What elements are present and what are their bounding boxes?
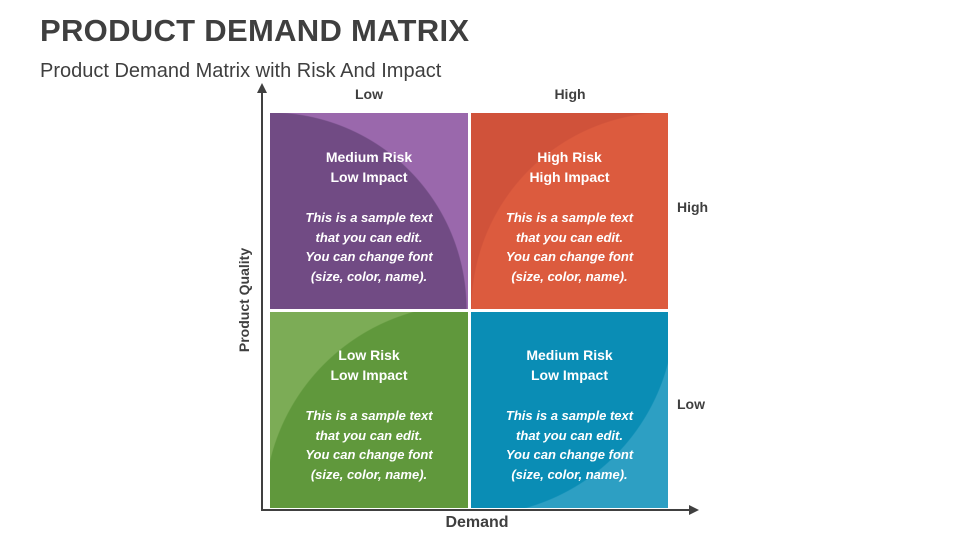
quadrant-risk-label: Low Risk Low Impact bbox=[270, 345, 468, 385]
risk-line: Medium Risk bbox=[526, 347, 613, 363]
y-axis-line bbox=[261, 92, 263, 511]
quadrant-body-text: This is a sample text that you can edit.… bbox=[305, 408, 433, 482]
row-label-high: High bbox=[677, 199, 709, 215]
risk-line: High Risk bbox=[537, 149, 602, 165]
column-label-low: Low bbox=[355, 86, 383, 102]
quadrant-body-text: This is a sample text that you can edit.… bbox=[505, 408, 634, 482]
impact-line: High Impact bbox=[529, 169, 610, 185]
quadrant-risk-label: High Risk High Impact bbox=[471, 147, 668, 187]
x-axis-label: Demand bbox=[445, 514, 509, 531]
impact-line: Low Impact bbox=[530, 367, 608, 383]
page-subtitle: Product Demand Matrix with Risk And Impa… bbox=[40, 60, 442, 82]
y-axis-label: Product Quality bbox=[236, 247, 252, 353]
column-label-high: High bbox=[554, 86, 586, 102]
quadrant-bottom-left: Low Risk Low Impact This is a sample tex… bbox=[270, 312, 468, 508]
risk-line: Low Risk bbox=[338, 347, 400, 363]
x-axis-line bbox=[261, 509, 691, 511]
quadrant-body-text: This is a sample text that you can edit.… bbox=[505, 210, 634, 284]
quadrant-risk-label: Medium Risk Low Impact bbox=[471, 345, 668, 385]
quadrant-body-text: This is a sample text that you can edit.… bbox=[305, 210, 433, 284]
quadrant-top-left: Medium Risk Low Impact This is a sample … bbox=[270, 113, 468, 309]
risk-line: Medium Risk bbox=[325, 149, 413, 165]
quadrant-bottom-right: Medium Risk Low Impact This is a sample … bbox=[471, 312, 668, 508]
y-axis-arrow-icon bbox=[257, 83, 267, 93]
x-axis-arrow-icon bbox=[689, 505, 699, 515]
page-title: PRODUCT DEMAND MATRIX bbox=[40, 13, 470, 48]
impact-line: Low Impact bbox=[330, 169, 408, 185]
impact-line: Low Impact bbox=[330, 367, 408, 383]
row-label-low: Low bbox=[677, 396, 705, 412]
quadrant-top-right: High Risk High Impact This is a sample t… bbox=[471, 113, 668, 309]
quadrant-risk-label: Medium Risk Low Impact bbox=[270, 147, 468, 187]
